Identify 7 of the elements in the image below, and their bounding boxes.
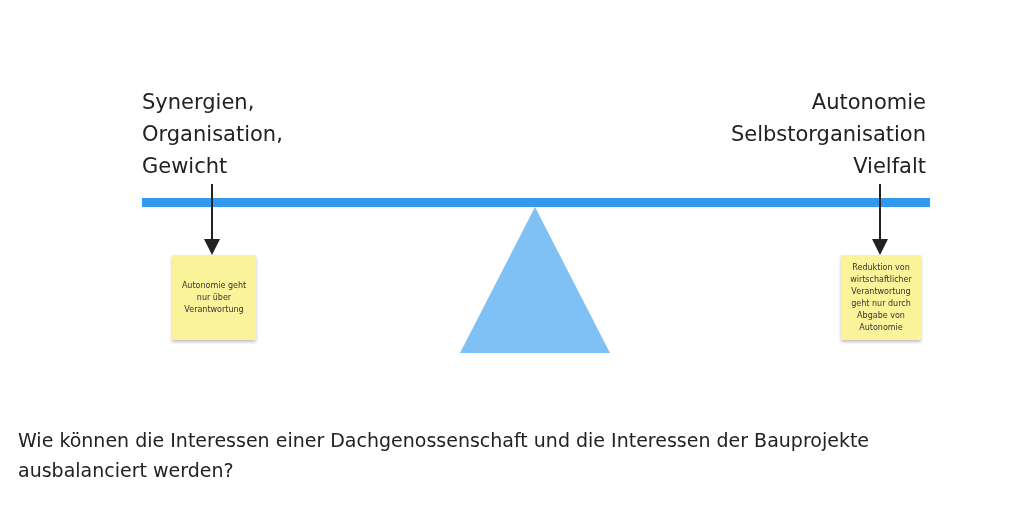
question-caption: Wie können die Interessen einer Dachgenossenschaft und die Interessen der Bauprojekte ausbalanciert werden? [18, 428, 871, 483]
sticky-note: Reduktion von wirtschaftlicher Verantwortung geht nur durch Abgabe von Autonomie [841, 255, 921, 340]
heading-text: Autonomie Selbstorganisation Vielfalt [700, 86, 926, 182]
sticky-note: Autonomie geht nur über Verantwortung [172, 255, 256, 340]
arrow [204, 183, 220, 255]
arrow [872, 183, 888, 255]
heading-text: Synergien, Organisation, Gewicht [142, 86, 342, 182]
